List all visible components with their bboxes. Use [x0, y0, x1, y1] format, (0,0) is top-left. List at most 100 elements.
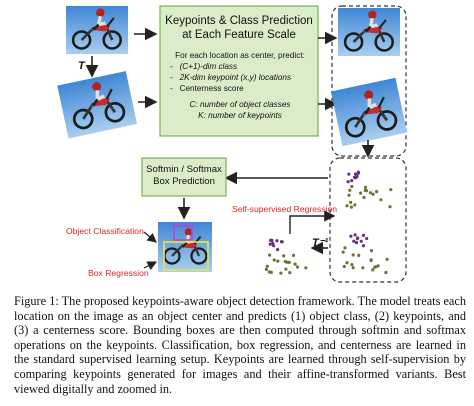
detection-box-motorcycle [163, 241, 209, 271]
keypoint-dot [385, 257, 389, 261]
keypoint-dot [341, 250, 345, 254]
keypoint-dot [361, 233, 366, 237]
keypoint-dot [389, 188, 393, 192]
keypoints-cloud-inverse [264, 238, 308, 275]
keypoint-dot [271, 241, 275, 246]
keypoint-dot [349, 205, 354, 209]
keypoint-dot [356, 171, 361, 175]
keypoint-dot [369, 249, 374, 253]
keypoint-dot [362, 195, 366, 200]
keypoint-dot [354, 241, 359, 245]
framework-diagram [57, 5, 408, 283]
prediction-item-class: (C+1)-dim class [179, 62, 238, 71]
keypoint-dot [276, 248, 280, 252]
detection-box-rider [173, 225, 193, 241]
keypoint-dot [343, 246, 347, 250]
keypoint-dot [363, 185, 368, 189]
keypoint-dot [371, 268, 375, 272]
keypoint-dot [371, 192, 375, 196]
keypoint-dot [353, 233, 357, 237]
label-transform-t: T [78, 60, 85, 72]
caption-label: Figure 1: [14, 294, 59, 308]
keypoint-dot [295, 265, 300, 269]
keypoints-cloud-2 [341, 233, 389, 275]
softmin-box-text: Softmin / Softmax Box Prediction [142, 164, 226, 188]
keypoint-dot [350, 184, 354, 189]
keypoint-dot [350, 263, 354, 267]
keypoint-dot [347, 193, 351, 197]
prediction-item-keypoints: 2K-dim keypoint (x,y) locations [179, 73, 292, 82]
label-box-regression: Box Regression [88, 268, 149, 278]
input-image [66, 6, 128, 54]
keypoint-dot [342, 264, 346, 269]
keypoint-dot [347, 172, 351, 176]
keypoint-dot [349, 200, 353, 204]
keypoint-dot [364, 189, 369, 193]
prediction-box [159, 5, 319, 137]
prediction-box-body: For each location as center, predict: - … [164, 50, 316, 121]
softmin-box [141, 157, 227, 197]
keypoint-dot [272, 258, 276, 262]
softmin-line2: Box Prediction [153, 176, 215, 187]
arrow-regression [143, 261, 158, 271]
keypoint-dot [288, 271, 292, 275]
keypoints-group [329, 157, 407, 283]
keypoint-dot [350, 179, 354, 183]
keypoint-dot [353, 172, 358, 176]
prediction-box-title: Keypoints & Class Prediction at Each Fea… [160, 14, 318, 42]
keypoint-dot [279, 271, 283, 275]
keypoint-dot [270, 238, 274, 242]
keypoint-dot [379, 198, 383, 202]
prediction-item-centerness: Centerness score [179, 84, 244, 93]
prediction-title-line2: at Each Feature Scale [182, 29, 296, 41]
label-self-supervised: Self-supervised Regression [232, 204, 338, 214]
keypoint-dot [351, 253, 355, 257]
keypoint-dot [276, 259, 280, 263]
keypoint-dot [264, 267, 268, 271]
keypoint-dot [291, 253, 296, 257]
keypoint-dot [282, 254, 286, 258]
keypoint-dot [349, 234, 353, 238]
softmin-line1: Softmin / Softmax [146, 164, 222, 175]
keypoint-dot [388, 205, 392, 209]
transformed-image [57, 71, 138, 139]
figure-caption: Figure 1: The proposed keypoints-aware o… [14, 294, 466, 396]
output-image-2 [330, 77, 408, 147]
caption-text: The proposed keypoints-aware object dete… [14, 294, 466, 396]
keypoint-dot [361, 266, 365, 270]
keypoint-dot [348, 188, 352, 192]
keypoint-dot [353, 203, 357, 207]
keypoints-cloud-1 [345, 170, 393, 209]
output-image-1 [338, 8, 400, 56]
label-transform-t-inverse: T⁻¹ [312, 237, 329, 249]
keypoint-dot [265, 264, 269, 268]
keypoint-dot [269, 270, 273, 274]
keypoint-dot [352, 239, 356, 243]
keypoint-dot [268, 242, 272, 246]
keypoint-dot [365, 236, 369, 241]
keypoint-dot [284, 267, 288, 271]
keypoint-dot [283, 259, 287, 264]
keypoint-dot [279, 240, 284, 244]
keypoint-dot [359, 239, 363, 243]
note-keypoints: K: number of keypoints [198, 111, 282, 120]
keypoint-dot [375, 190, 379, 194]
keypoint-dot [368, 191, 372, 195]
keypoint-dot [357, 253, 361, 257]
keypoint-dot [293, 262, 297, 266]
keypoint-dot [268, 253, 272, 257]
keypoint-dot [345, 261, 349, 265]
prediction-title-line1: Keypoints & Class Prediction [165, 15, 313, 27]
self-supervised-arrow [289, 210, 336, 234]
keypoint-dot [361, 244, 365, 248]
output-images-group [331, 5, 407, 157]
keypoint-dot [369, 258, 373, 263]
keypoint-dot [359, 191, 363, 195]
note-classes: C: number of object classes [189, 100, 291, 109]
keypoint-dot [356, 236, 360, 240]
keypoint-dot [275, 239, 279, 243]
keypoint-dot [287, 260, 291, 264]
keypoint-dot [345, 204, 349, 208]
arrow-classification [143, 231, 157, 243]
keypoint-dot [374, 265, 378, 269]
